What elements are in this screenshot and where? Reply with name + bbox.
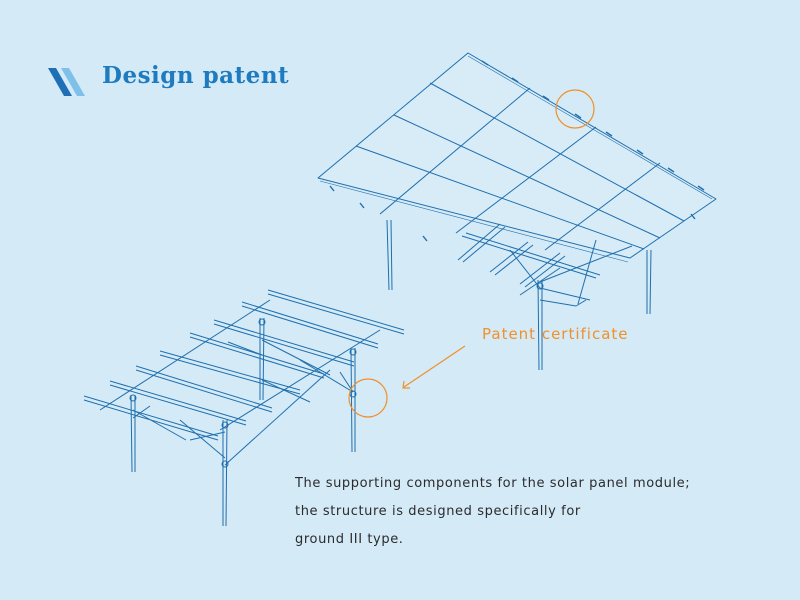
- description-text: The supporting components for the solar …: [295, 473, 775, 557]
- callout-marks: [348, 89, 595, 418]
- description-line: the structure is designed specifically f…: [295, 504, 581, 519]
- page-title: Design patent: [102, 62, 290, 89]
- description-line: The supporting components for the solar …: [295, 476, 691, 491]
- callout-arrow-line: [403, 345, 466, 388]
- callout-circle-bottom: [348, 378, 388, 418]
- callout-circle-top: [555, 89, 595, 129]
- panel-array: [317, 52, 717, 259]
- bare-frame-structure: [83, 289, 405, 527]
- structure-with-panels: [317, 52, 717, 371]
- double-slash-logo-icon: [48, 68, 85, 96]
- description-line: ground III type.: [295, 532, 404, 547]
- callout-arrow-head: [402, 380, 410, 389]
- patent-certificate-label: Patent certificate: [482, 325, 629, 343]
